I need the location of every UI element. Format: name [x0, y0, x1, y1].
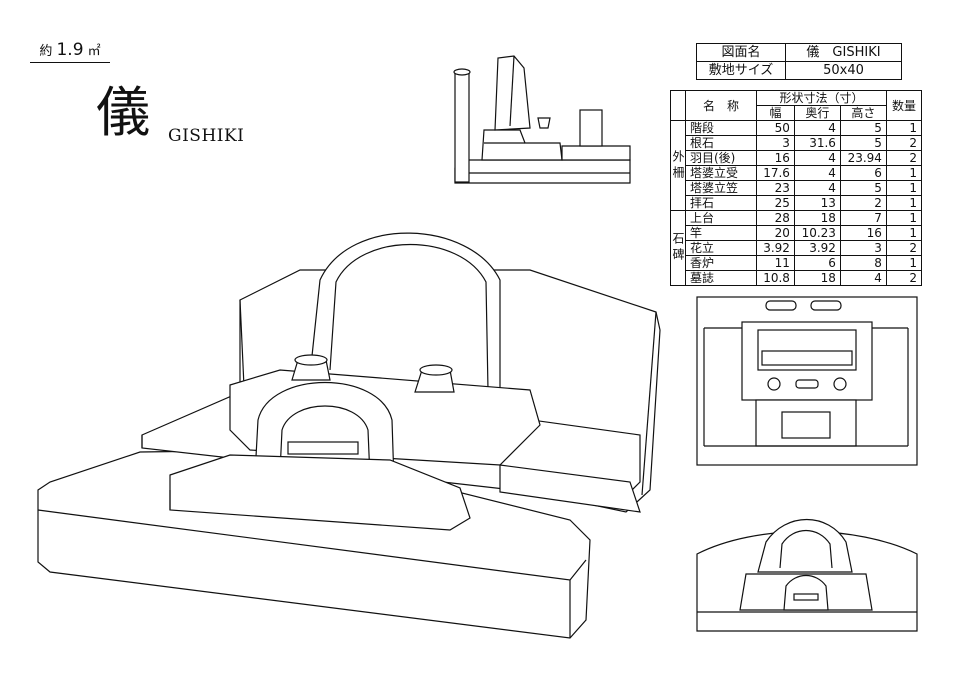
- spec-height: 6: [839, 165, 887, 181]
- spec-height: 5: [839, 135, 887, 151]
- spec-height: 16: [839, 225, 887, 241]
- spec-width: 28: [756, 210, 795, 226]
- rear-view-drawing: [696, 514, 918, 632]
- info-value: 儀 GISHIKI: [785, 43, 902, 62]
- area-prefix: 約: [39, 44, 53, 59]
- spec-category: 外柵: [670, 120, 686, 211]
- spec-height: 7: [839, 210, 887, 226]
- spec-qty: 2: [885, 150, 923, 166]
- spec-depth: 4: [793, 120, 841, 136]
- spec-height: 5: [839, 180, 887, 196]
- spec-name: 花立: [685, 240, 757, 256]
- spec-qty: 2: [885, 240, 923, 256]
- spec-qty: 2: [885, 270, 923, 286]
- spec-header-row: 名 称 形状寸法（寸） 数量: [670, 90, 923, 121]
- spec-width: 10.8: [756, 270, 795, 286]
- spec-qty: 1: [885, 120, 923, 136]
- info-row: 図面名 儀 GISHIKI: [696, 43, 902, 62]
- spec-header-name: 名 称: [685, 90, 757, 121]
- area-label: 約 1.9 ㎡: [30, 40, 110, 63]
- info-key: 敷地サイズ: [696, 61, 786, 80]
- spec-width: 16: [756, 150, 795, 166]
- spec-qty: 1: [885, 180, 923, 196]
- info-key: 図面名: [696, 43, 786, 62]
- spec-width: 3.92: [756, 240, 795, 256]
- side-view-drawing: [450, 48, 640, 188]
- spec-header-group: 形状寸法（寸）: [756, 90, 887, 106]
- spec-qty: 1: [885, 195, 923, 211]
- spec-depth: 18: [793, 210, 841, 226]
- spec-height: 4: [839, 270, 887, 286]
- spec-width: 3: [756, 135, 795, 151]
- title-romaji: GISHIKI: [168, 126, 245, 146]
- spec-depth: 13: [793, 195, 841, 211]
- perspective-drawing: [30, 220, 670, 660]
- drawing-info-table: 図面名 儀 GISHIKI 敷地サイズ 50x40: [696, 43, 902, 80]
- spec-width: 17.6: [756, 165, 795, 181]
- area-unit: ㎡: [87, 44, 101, 59]
- spec-category: 石碑: [670, 210, 686, 286]
- spec-height: 5: [839, 120, 887, 136]
- spec-height: 2: [839, 195, 887, 211]
- spec-name: 上台: [685, 210, 757, 226]
- info-value: 50x40: [785, 61, 902, 80]
- spec-name: 香炉: [685, 255, 757, 271]
- spec-name: 根石: [685, 135, 757, 151]
- spec-name: 墓誌: [685, 270, 757, 286]
- spec-name: 拝石: [685, 195, 757, 211]
- front-view-drawing: [696, 296, 918, 466]
- spec-name: 塔婆立笠: [685, 180, 757, 196]
- spec-depth: 18: [793, 270, 841, 286]
- spec-width: 11: [756, 255, 795, 271]
- spec-name: 羽目(後): [685, 150, 757, 166]
- spec-name: 階段: [685, 120, 757, 136]
- spec-height: 3: [839, 240, 887, 256]
- title-kanji: 儀: [96, 81, 150, 144]
- spec-name: 塔婆立受: [685, 165, 757, 181]
- spec-qty: 1: [885, 225, 923, 241]
- spec-qty: 2: [885, 135, 923, 151]
- spec-depth: 4: [793, 165, 841, 181]
- spec-width: 25: [756, 195, 795, 211]
- spec-corner-cell: [670, 90, 686, 121]
- spec-width: 23: [756, 180, 795, 196]
- spec-header-height: 高さ: [839, 105, 887, 121]
- spec-height: 8: [839, 255, 887, 271]
- spec-depth: 4: [793, 180, 841, 196]
- spec-depth: 3.92: [793, 240, 841, 256]
- spec-width: 20: [756, 225, 795, 241]
- spec-header-qty: 数量: [885, 90, 923, 121]
- spec-height: 23.94: [839, 150, 887, 166]
- spec-depth: 10.23: [793, 225, 841, 241]
- info-row: 敷地サイズ 50x40: [696, 61, 902, 80]
- spec-name: 竿: [685, 225, 757, 241]
- spec-depth: 31.6: [793, 135, 841, 151]
- spec-header-depth: 奥行: [793, 105, 841, 121]
- spec-qty: 1: [885, 165, 923, 181]
- spec-qty: 1: [885, 255, 923, 271]
- area-value: 1.9: [56, 40, 84, 60]
- spec-qty: 1: [885, 210, 923, 226]
- spec-depth: 4: [793, 150, 841, 166]
- spec-depth: 6: [793, 255, 841, 271]
- spec-header-width: 幅: [756, 105, 795, 121]
- spec-width: 50: [756, 120, 795, 136]
